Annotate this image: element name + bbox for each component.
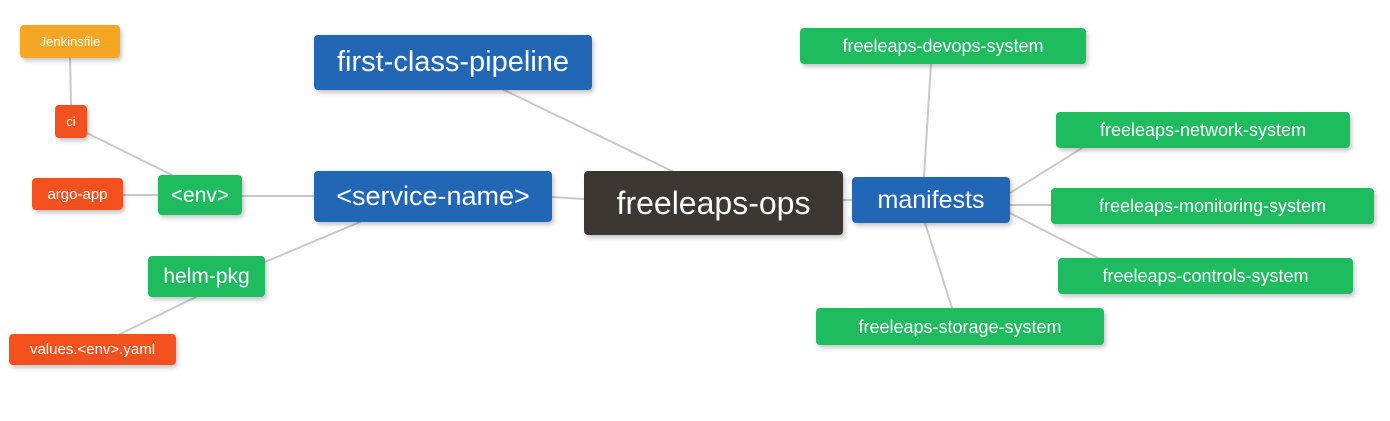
node-label-freeleaps-monitoring-system: freeleaps-monitoring-system: [1098, 196, 1327, 216]
node-label-env: <env>: [170, 183, 230, 207]
node-freeleaps-network-system[interactable]: freeleaps-network-system: [1056, 112, 1350, 148]
node-label-freeleaps-controls-system: freeleaps-controls-system: [1102, 266, 1309, 286]
node-manifests[interactable]: manifests: [852, 177, 1010, 223]
node-freeleaps-devops-system[interactable]: freeleaps-devops-system: [800, 28, 1086, 64]
edge-service-name-to-helm-pkg: [264, 221, 361, 263]
node-freeleaps-storage-system[interactable]: freeleaps-storage-system: [816, 308, 1104, 345]
node-label-freeleaps-network-system: freeleaps-network-system: [1099, 120, 1307, 140]
edge-helm-pkg-to-values-env-yaml: [119, 296, 197, 335]
node-service-name[interactable]: <service-name>: [314, 171, 552, 222]
node-label-freeleaps-devops-system: freeleaps-devops-system: [842, 36, 1044, 56]
node-first-class-pipeline[interactable]: first-class-pipeline: [314, 35, 592, 90]
node-label-first-class-pipeline: first-class-pipeline: [336, 46, 570, 78]
node-label-service-name: <service-name>: [336, 181, 530, 211]
node-label-manifests: manifests: [877, 185, 985, 214]
edge-manifests-to-freeleaps-network-system: [1009, 147, 1083, 194]
node-helm-pkg[interactable]: helm-pkg: [148, 256, 265, 297]
edge-service-name-to-freeleaps-ops: [551, 196, 585, 200]
node-freeleaps-controls-system[interactable]: freeleaps-controls-system: [1058, 258, 1353, 294]
edge-ci-to-env: [86, 132, 173, 176]
node-freeleaps-ops[interactable]: freeleaps-ops: [584, 171, 843, 235]
node-label-jenkinsfile: Jenkinsfile: [39, 34, 101, 49]
node-argo-app[interactable]: argo-app: [32, 178, 123, 210]
edge-jenkinsfile-to-ci: [69, 57, 72, 106]
node-label-freeleaps-storage-system: freeleaps-storage-system: [858, 316, 1062, 337]
edge-manifests-to-freeleaps-devops-system: [923, 63, 932, 178]
node-jenkinsfile[interactable]: Jenkinsfile: [20, 25, 120, 58]
edge-manifests-to-freeleaps-storage-system: [924, 222, 953, 309]
node-label-ci: ci: [66, 114, 76, 129]
node-label-helm-pkg: helm-pkg: [163, 265, 250, 288]
node-label-freeleaps-ops: freeleaps-ops: [616, 185, 811, 221]
node-ci[interactable]: ci: [55, 105, 87, 138]
edge-first-class-pipeline-to-freeleaps-ops: [503, 89, 673, 172]
node-label-argo-app: argo-app: [47, 185, 108, 203]
node-freeleaps-monitoring-system[interactable]: freeleaps-monitoring-system: [1051, 188, 1374, 224]
node-values-env-yaml[interactable]: values.<env>.yaml: [9, 334, 176, 365]
node-label-values-env-yaml: values.<env>.yaml: [29, 341, 156, 358]
node-env[interactable]: <env>: [158, 175, 242, 215]
